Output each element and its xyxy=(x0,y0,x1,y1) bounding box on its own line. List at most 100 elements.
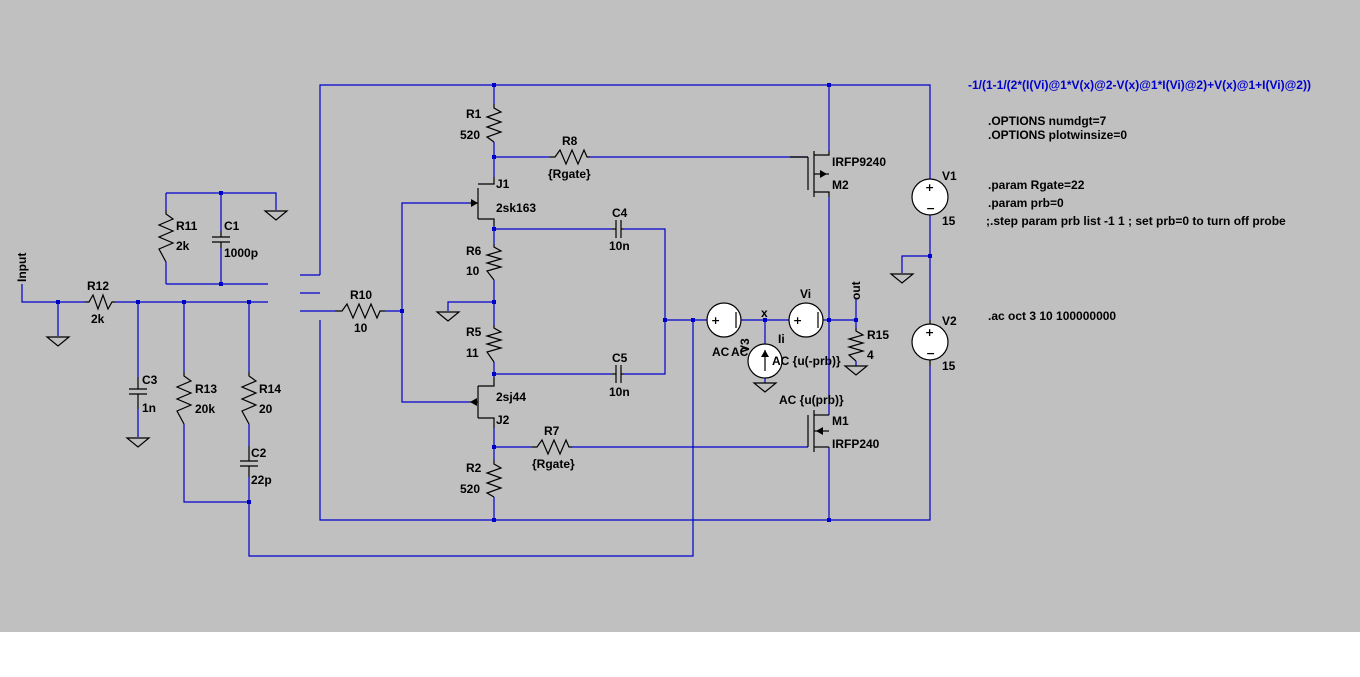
value-r15: 4 xyxy=(867,348,874,362)
label-j2: J2 xyxy=(496,413,510,427)
label-r14: R14 xyxy=(259,382,281,396)
ground-symbols xyxy=(45,210,915,448)
label-r11: R11 xyxy=(176,219,198,233)
resistor-r10 xyxy=(335,302,385,320)
label-c5: C5 xyxy=(612,351,628,365)
resistor-r1 xyxy=(485,104,503,143)
value-j1: 2sk163 xyxy=(496,201,536,215)
value-c5: 10n xyxy=(609,385,630,399)
value-r12: 2k xyxy=(91,312,105,326)
value-m1: IRFP240 xyxy=(832,437,880,451)
value-r1: 520 xyxy=(460,128,480,142)
capacitor-c3 xyxy=(129,377,147,409)
label-c1: C1 xyxy=(224,219,240,233)
resistor-r12 xyxy=(85,293,115,311)
capacitor-c5 xyxy=(612,365,624,383)
value-r6: 10 xyxy=(466,264,480,278)
label-j1: J1 xyxy=(496,177,510,191)
directive-options-plotwinsize: .OPTIONS plotwinsize=0 xyxy=(988,128,1127,142)
svg-text:−: − xyxy=(926,202,935,215)
svg-text:+: + xyxy=(925,181,934,194)
label-r2: R2 xyxy=(466,461,482,475)
value-r11: 2k xyxy=(176,239,190,253)
label-r10: R10 xyxy=(350,288,372,302)
value-m2: IRFP9240 xyxy=(832,155,886,169)
value-r8: {Rgate} xyxy=(548,167,591,181)
directive-param-rgate: .param Rgate=22 xyxy=(988,178,1085,192)
svg-text:+: + xyxy=(925,326,934,339)
net-label-x: x xyxy=(761,306,768,320)
resistor-r15 xyxy=(846,328,866,362)
value-j2: 2sj44 xyxy=(496,390,526,404)
capacitors xyxy=(129,220,624,477)
value-c3: 1n xyxy=(142,401,156,415)
value-r5: 11 xyxy=(466,346,479,360)
value-r13: 20k xyxy=(195,402,215,416)
value-c4: 10n xyxy=(609,239,630,253)
value-r7: {Rgate} xyxy=(532,457,575,471)
label-r13: R13 xyxy=(195,382,217,396)
resistor-r6 xyxy=(484,244,504,281)
ac-label-vi: AC xyxy=(731,345,749,359)
mosfet-m2 xyxy=(790,151,830,197)
label-r8: R8 xyxy=(562,134,578,148)
resistor-r5 xyxy=(484,325,504,363)
ac-label-v3: AC xyxy=(712,345,730,359)
label-v3: V3 xyxy=(738,338,752,353)
label-r12: R12 xyxy=(87,279,109,293)
label-r15: R15 xyxy=(867,328,889,342)
resistor-r8 xyxy=(550,148,590,166)
component-labels: R1 520 R8 {Rgate} J1 2sk163 R6 10 R5 11 … xyxy=(15,107,957,496)
probe-expression: -1/(1-1/(2*(I(Vi)@1*V(x)@2-V(x)@1*I(Vi)@… xyxy=(968,78,1311,92)
value-r10: 10 xyxy=(354,321,368,335)
label-r6: R6 xyxy=(466,244,482,258)
resistor-r11 xyxy=(157,210,175,263)
resistor-r7 xyxy=(532,438,572,456)
value-r14: 20 xyxy=(259,402,273,416)
resistor-r13 xyxy=(175,372,193,425)
voltage-source-v2: + − xyxy=(911,320,949,366)
capacitor-c4 xyxy=(612,220,624,238)
value-v2: 15 xyxy=(942,359,956,373)
value-v1: 15 xyxy=(942,214,956,228)
directive-ac-analysis: .ac oct 3 10 100000000 xyxy=(988,309,1116,323)
label-c4: C4 xyxy=(612,206,628,220)
label-ii: Ii xyxy=(778,332,785,346)
value-r2: 520 xyxy=(460,482,480,496)
label-c2: C2 xyxy=(251,446,267,460)
spice-directives: -1/(1-1/(2*(I(Vi)@1*V(x)@2-V(x)@1*I(Vi)@… xyxy=(968,78,1311,323)
capacitor-c2 xyxy=(240,446,258,477)
resistor-r14 xyxy=(240,372,258,425)
label-r7: R7 xyxy=(544,424,560,438)
current-source-ii xyxy=(747,343,783,379)
voltage-source-v1: + − xyxy=(911,178,949,216)
label-vi: Vi xyxy=(800,287,811,301)
schematic-background xyxy=(0,0,1360,632)
label-c3: C3 xyxy=(142,373,158,387)
resistor-r2 xyxy=(485,460,503,498)
label-r5: R5 xyxy=(466,325,482,339)
capacitor-c1 xyxy=(212,231,230,248)
value-v3: AC {u(prb)} xyxy=(779,393,844,407)
svg-text:+: + xyxy=(711,314,720,327)
label-v2: V2 xyxy=(942,314,957,328)
directive-step-comment: ;.step param prb list -1 1 ; set prb=0 t… xyxy=(986,214,1286,228)
directive-param-prb: .param prb=0 xyxy=(988,196,1064,210)
svg-text:+: + xyxy=(793,314,802,327)
label-m2: M2 xyxy=(832,178,849,192)
junctions xyxy=(56,83,932,522)
jfet-j1 xyxy=(470,177,495,226)
value-ii: AC {u(-prb)} xyxy=(772,354,841,368)
wires xyxy=(21,84,931,557)
label-r1: R1 xyxy=(466,107,482,121)
net-label-out: out xyxy=(849,281,863,300)
mosfet-m1 xyxy=(807,410,829,452)
net-label-input: Input xyxy=(15,253,29,282)
value-c2: 22p xyxy=(251,473,272,487)
resistors xyxy=(85,104,866,498)
svg-text:−: − xyxy=(926,347,935,360)
jfet-j2 xyxy=(470,377,495,428)
label-m1: M1 xyxy=(832,414,849,428)
value-c1: 1000p xyxy=(224,246,258,260)
voltage-source-vi: + xyxy=(788,302,824,338)
